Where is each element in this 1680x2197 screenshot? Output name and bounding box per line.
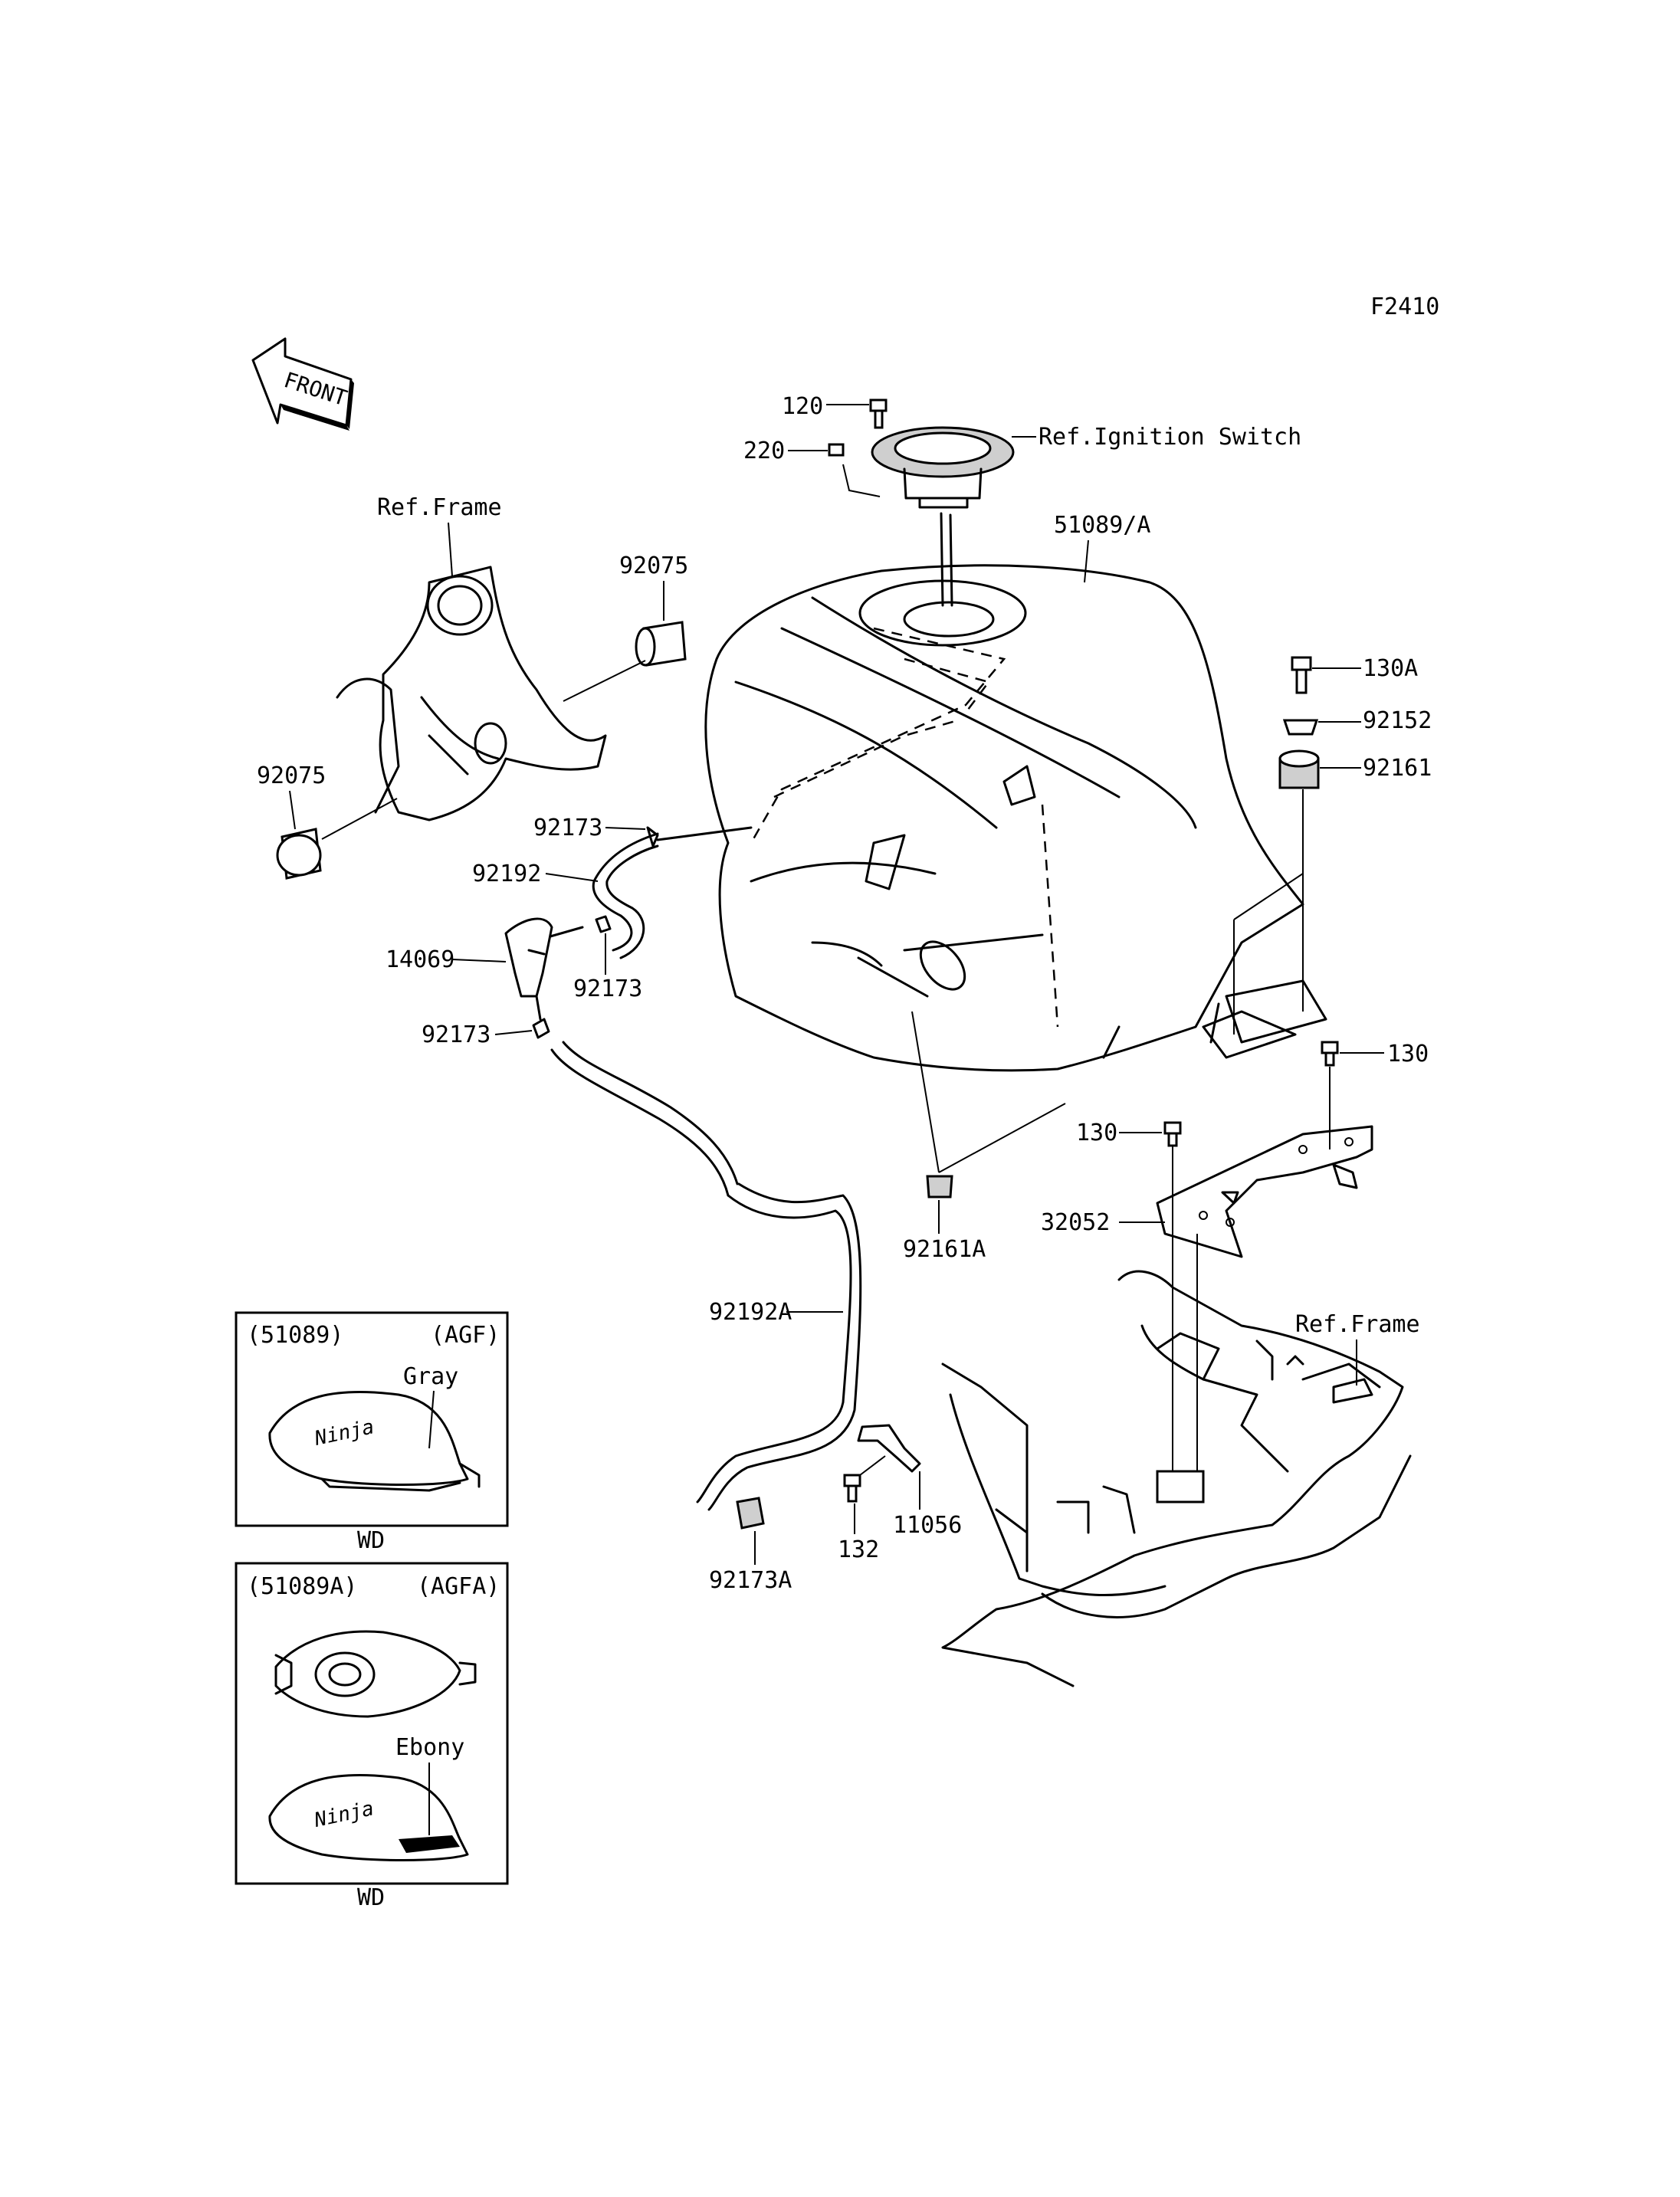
variant-box-51089A: (51089A) (AGFA) Ebony Ninja <box>235 1562 509 1885</box>
callout-92192A: 92192A <box>709 1299 792 1326</box>
bushing-92075-top-icon <box>635 621 687 667</box>
callout-92075-left: 92075 <box>257 762 326 789</box>
variant-1-code: (AGF) <box>431 1322 500 1349</box>
variant-box-51089: (51089) (AGF) Gray Ninja <box>235 1311 509 1527</box>
callout-tank: 51089/A <box>1054 512 1150 539</box>
callout-92192: 92192 <box>472 861 541 887</box>
frame-ref-top-part <box>336 566 607 821</box>
callout-92173A: 92173A <box>709 1567 792 1594</box>
variant-2-footer: WD <box>357 1884 385 1911</box>
variant-2-code: (AGFA) <box>417 1573 500 1600</box>
callout-92161: 92161 <box>1363 755 1432 782</box>
callout-130-right: 130 <box>1387 1041 1429 1067</box>
clamp-92173-c-icon <box>532 1018 550 1039</box>
bracket-32052 <box>1156 1125 1373 1258</box>
variant-1-color: Gray <box>403 1363 458 1390</box>
callout-frame-ref-top: Ref.Frame <box>377 494 502 521</box>
callout-92173-a: 92173 <box>533 815 602 841</box>
callout-92075-top: 92075 <box>619 553 688 579</box>
callout-92152: 92152 <box>1363 707 1432 734</box>
clamp-92173A-icon <box>736 1497 765 1530</box>
callout-130A: 130A <box>1363 655 1418 682</box>
grommet-92161A-icon <box>926 1175 953 1199</box>
hose-92192A <box>550 1041 862 1511</box>
bolt-120-icon <box>869 398 888 429</box>
figure-id: F2410 <box>1370 293 1439 320</box>
variant-2-color: Ebony <box>395 1734 464 1761</box>
callout-32052: 32052 <box>1041 1209 1110 1236</box>
front-label: FRONT <box>281 367 349 411</box>
bushing-92075-left-icon <box>276 828 322 880</box>
callout-132: 132 <box>838 1536 879 1563</box>
collar-92152-icon <box>1282 719 1319 736</box>
bolt-130-mid-icon <box>1163 1121 1182 1147</box>
callout-11056: 11056 <box>893 1512 962 1539</box>
variant-1-part: (51089) <box>247 1322 343 1349</box>
callout-120: 120 <box>782 393 823 420</box>
fuel-tank <box>704 564 1327 1072</box>
callout-92173-b: 92173 <box>573 976 642 1002</box>
callout-220: 220 <box>743 438 785 464</box>
callout-ignition-ref: Ref.Ignition Switch <box>1039 424 1301 451</box>
grommet-92161-icon <box>1278 749 1320 789</box>
callout-frame-ref-bottom: Ref.Frame <box>1295 1311 1420 1338</box>
bolt-132-icon <box>843 1474 861 1503</box>
callout-130-mid: 130 <box>1076 1120 1117 1146</box>
front-arrow-icon: FRONT <box>251 337 354 431</box>
callout-92161A: 92161A <box>903 1236 986 1263</box>
bolt-130-right-icon <box>1321 1041 1339 1067</box>
hose-92192 <box>592 832 659 959</box>
filler-cap-assembly <box>871 426 1015 607</box>
callout-14069: 14069 <box>386 946 454 973</box>
frame-ref-bottom-part <box>941 1270 1412 1687</box>
variant-2-part: (51089A) <box>247 1573 358 1600</box>
clamp-92173-b-icon <box>595 915 612 933</box>
callout-92173-c: 92173 <box>422 1021 491 1048</box>
bolt-130A-icon <box>1291 656 1312 694</box>
fitting-14069 <box>504 917 584 1021</box>
washer-220-icon <box>828 443 845 457</box>
bracket-11056 <box>857 1424 921 1473</box>
variant-1-footer: WD <box>357 1527 385 1554</box>
